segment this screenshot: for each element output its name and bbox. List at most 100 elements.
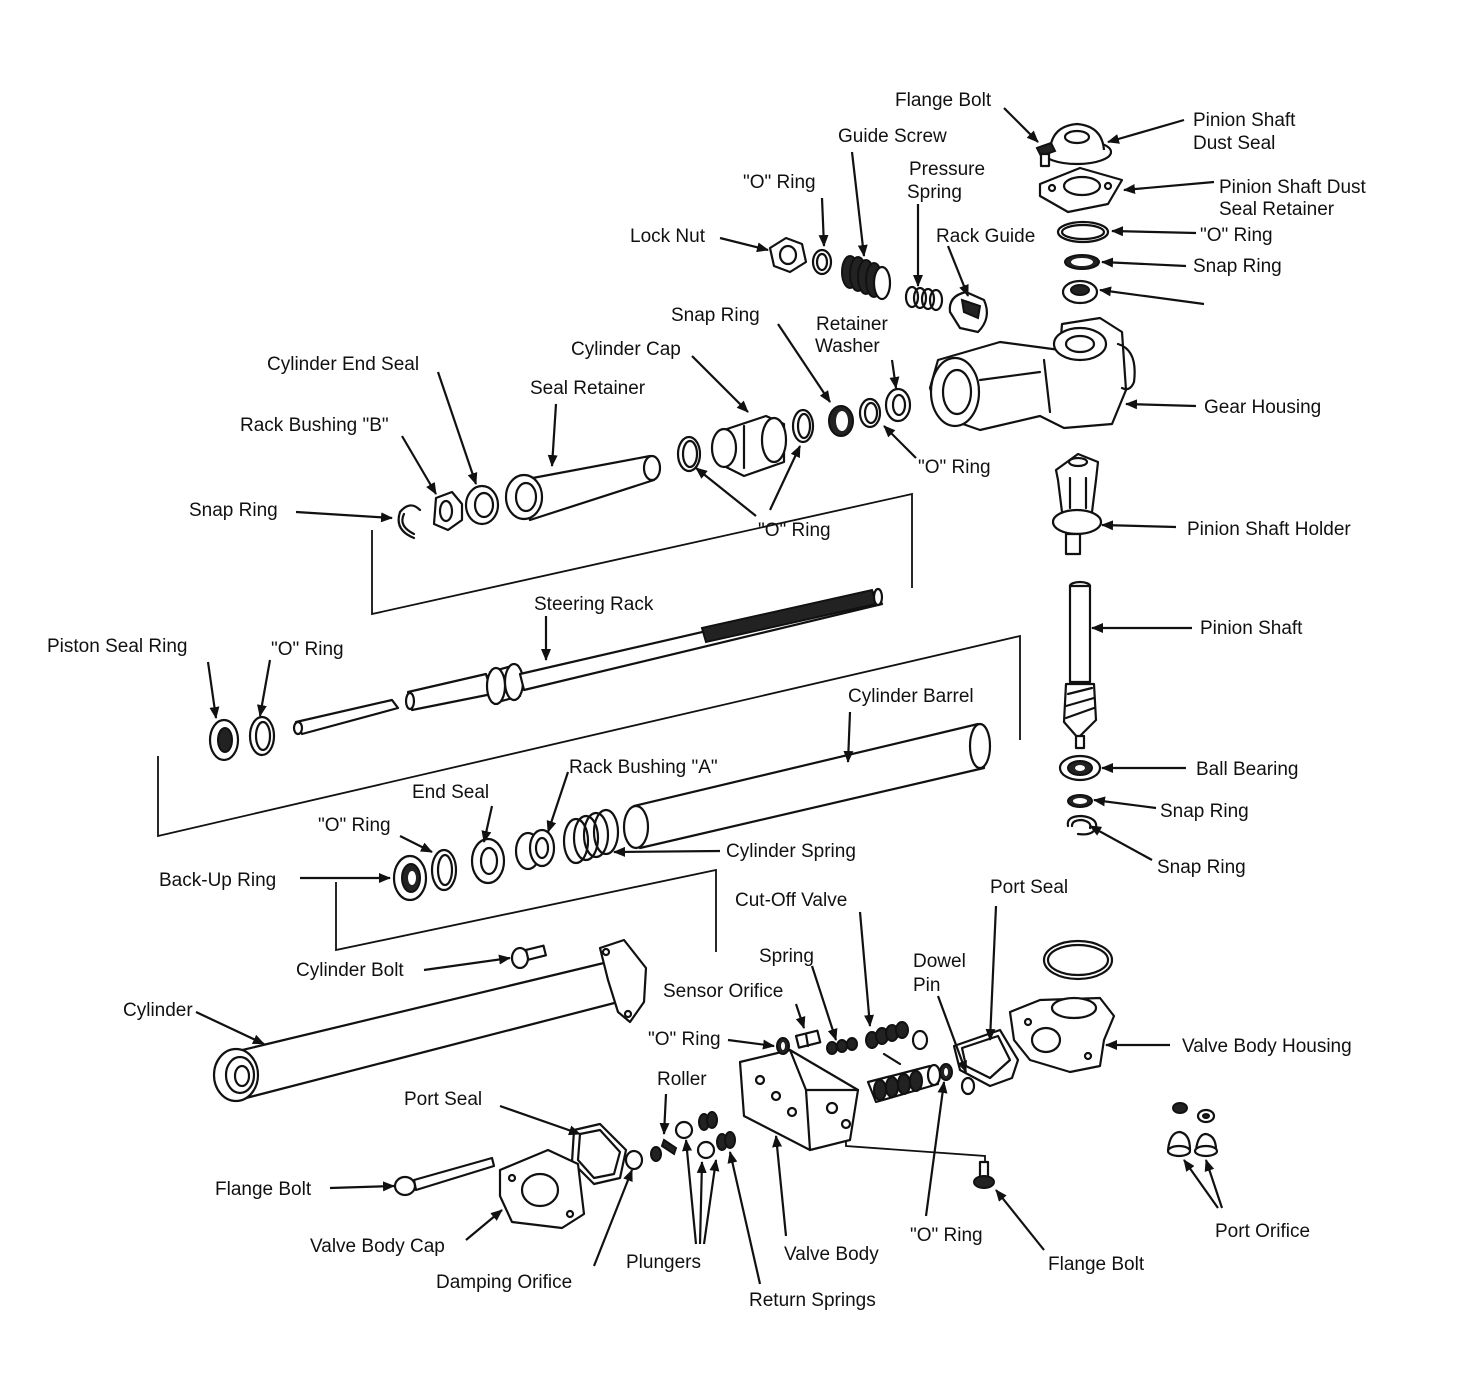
gear-housing-icon: [928, 316, 1136, 432]
cylinder-bolt-icon: [510, 944, 547, 970]
label-port-seal-bottom: Port Seal: [404, 1089, 482, 1110]
label-valve-body-housing: Valve Body Housing: [1182, 1036, 1352, 1057]
label-dust-seal-retainer: Seal Retainer: [1219, 199, 1335, 220]
label-gear-housing: Gear Housing: [1204, 397, 1321, 418]
label-roller: Roller: [657, 1069, 707, 1090]
end-seal-icon: [470, 837, 506, 885]
label-end-seal: End Seal: [412, 782, 489, 803]
label-cylinder-bolt: Cylinder Bolt: [296, 960, 404, 981]
o-ring-cap-left-icon: [676, 435, 702, 473]
label-valve-body-cap: Valve Body Cap: [310, 1236, 445, 1257]
cylinder-end-seal-icon: [464, 484, 500, 526]
flange-bolt-top-icon: [1035, 141, 1057, 168]
snap-ring-left-icon: [397, 504, 422, 540]
cut-off-valve-spool-icon: [866, 1052, 942, 1104]
label-snap-ring-left: Snap Ring: [189, 500, 278, 521]
label-piston-seal-ring: Piston Seal Ring: [47, 636, 187, 657]
label-dowel-pin: Pin: [913, 975, 940, 996]
rack-bushing-b-icon: [432, 490, 464, 532]
port-orifice-icon: [1166, 1102, 1219, 1158]
guide-screw-icon: [841, 255, 892, 301]
o-ring-pinion-icon: [1056, 220, 1110, 244]
damping-orifice-icon: [624, 1146, 662, 1171]
label-snap-ring-bearing-2: Snap Ring: [1157, 857, 1246, 878]
o-ring-housing-icon: [858, 397, 882, 429]
o-ring-end-icon: [430, 848, 458, 892]
label-pinion-shaft-dust-seal: Dust Seal: [1193, 133, 1275, 154]
label-o-ring-cap: "O" Ring: [758, 520, 831, 541]
label-dust-seal-retainer: Pinion Shaft Dust: [1219, 177, 1367, 198]
cylinder-barrel-icon: [622, 722, 992, 850]
cylinder-icon: [212, 938, 648, 1103]
label-o-ring-sensor: "O" Ring: [648, 1029, 721, 1050]
back-up-ring-icon: [392, 854, 428, 902]
label-o-ring-guide: "O" Ring: [743, 172, 816, 193]
label-pressure-spring: Pressure: [909, 159, 985, 180]
valve-body-housing-icon: [1008, 996, 1116, 1074]
label-lock-nut: Lock Nut: [630, 226, 706, 247]
dowel-pin-small-icon: [960, 1076, 976, 1096]
label-rack-bushing-a: Rack Bushing "A": [569, 757, 718, 778]
label-rack-bushing-b: Rack Bushing "B": [240, 415, 389, 436]
label-port-seal-top: Port Seal: [990, 877, 1068, 898]
label-back-up-ring: Back-Up Ring: [159, 870, 276, 891]
label-snap-ring-pinion: Snap Ring: [1193, 256, 1282, 277]
valve-body-cap-icon: [498, 1148, 586, 1230]
label-rack-guide: Rack Guide: [936, 226, 1035, 247]
port-seal-top-icon: [952, 1028, 1020, 1088]
o-ring-sensor-icon: [776, 1037, 790, 1055]
o-ring-cap-right-icon: [791, 408, 815, 444]
part-labels: Flange Bolt Pinion Shaft Dust Seal Pinio…: [47, 90, 1367, 1311]
snap-ring-bearing-1-icon: [1067, 794, 1093, 808]
leader-arrows: [195, 107, 1224, 1285]
label-retainer-washer: Retainer: [816, 314, 888, 335]
label-cylinder-barrel: Cylinder Barrel: [848, 686, 974, 707]
label-pinion-shaft-dust-seal: Pinion Shaft: [1193, 110, 1296, 131]
label-ball-bearing: Ball Bearing: [1196, 759, 1298, 780]
valve-body-icon: [738, 1048, 860, 1152]
label-cylinder: Cylinder: [123, 1000, 193, 1021]
pinion-shaft-holder-icon: [1051, 452, 1103, 556]
label-plungers: Plungers: [626, 1252, 701, 1273]
label-valve-body: Valve Body: [784, 1244, 879, 1265]
cut-off-valve-icon: [865, 1021, 909, 1049]
spring-icon: [826, 1037, 858, 1055]
valve-body-housing-o-ring-icon: [1042, 939, 1114, 981]
label-snap-ring-bearing-1: Snap Ring: [1160, 801, 1249, 822]
seal-retainer-icon: [504, 454, 662, 522]
return-springs-icon: [698, 1111, 736, 1151]
label-o-ring-pinion: "O" Ring: [1200, 225, 1273, 246]
label-cut-off-valve: Cut-Off Valve: [735, 890, 847, 911]
label-pinion-shaft-holder: Pinion Shaft Holder: [1187, 519, 1351, 540]
piston-seal-ring-icon: [208, 718, 240, 762]
label-steering-rack: Steering Rack: [534, 594, 654, 615]
label-retainer-washer: Washer: [815, 336, 880, 357]
label-seal-retainer: Seal Retainer: [530, 378, 646, 399]
steering-rack-icon: [292, 587, 884, 736]
ball-bearing-icon: [1058, 754, 1102, 782]
label-o-ring-housing: "O" Ring: [918, 457, 991, 478]
label-pressure-spring: Spring: [907, 182, 962, 203]
label-sensor-orifice: Sensor Orifice: [663, 981, 783, 1002]
label-guide-screw: Guide Screw: [838, 126, 947, 147]
lock-nut-icon: [768, 236, 808, 274]
bearing-top-icon: [1061, 279, 1099, 305]
label-damping-orifice: Damping Orifice: [436, 1272, 572, 1293]
label-port-orifice: Port Orifice: [1215, 1221, 1310, 1242]
label-snap-ring-cap: Snap Ring: [671, 305, 760, 326]
snap-ring-cap-icon: [828, 405, 854, 437]
label-dowel-pin: Dowel: [913, 951, 966, 972]
pinion-shaft-dust-seal-retainer-icon: [1038, 166, 1124, 214]
label-cylinder-cap: Cylinder Cap: [571, 339, 681, 360]
label-o-ring-end: "O" Ring: [318, 815, 391, 836]
label-o-ring-piston: "O" Ring: [271, 639, 344, 660]
dowel-pin-icon: [911, 1029, 929, 1051]
label-cylinder-end-seal: Cylinder End Seal: [267, 354, 419, 375]
rack-guide-icon: [948, 290, 989, 334]
flange-bolt-left-icon: [393, 1156, 496, 1197]
rack-bushing-a-icon: [514, 828, 556, 871]
pressure-spring-icon: [904, 285, 944, 312]
label-cylinder-spring: Cylinder Spring: [726, 841, 856, 862]
cylinder-cap-icon: [710, 414, 788, 478]
